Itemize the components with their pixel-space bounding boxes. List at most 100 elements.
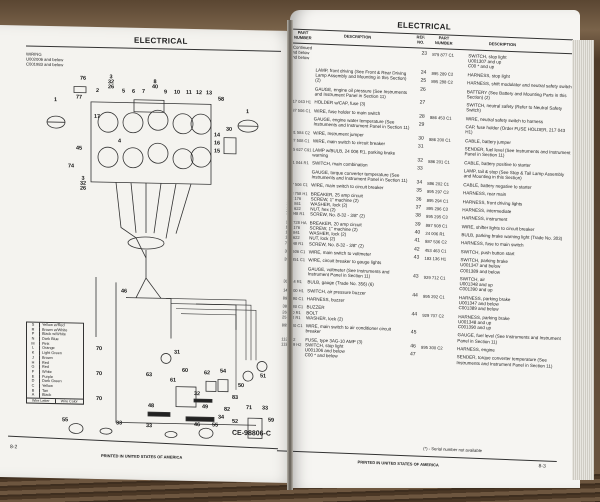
gauge-dial <box>122 147 144 169</box>
fuse-holder <box>73 86 87 94</box>
callout-number: 82 <box>224 406 231 413</box>
part-number: 895 296 C3 <box>426 205 449 212</box>
callout-number: 74 <box>68 163 75 170</box>
callout-number: 70 <box>96 345 103 353</box>
part-description: SWITCH, air pressure buzzer <box>307 287 366 296</box>
callout-number: 58 <box>218 96 225 103</box>
tail-lamp-33-left <box>99 427 113 435</box>
part-number: 895 300 C2 <box>420 344 443 351</box>
part-description: HARNESS, parking brake U001347 and below… <box>458 294 511 312</box>
callout-number: 33 <box>146 423 153 430</box>
legend-col-color: Wire Color <box>60 399 78 404</box>
part-description: SWITCH, main combination <box>311 160 368 168</box>
ref-number: 28 <box>419 113 425 120</box>
cable-32 <box>193 398 213 403</box>
callout-number: 45 <box>76 145 83 152</box>
ref-number: 29 <box>418 121 425 128</box>
part-description: WIRE, main switch to circuit breaker <box>311 182 384 191</box>
col-ref-no: REF. NO. <box>416 34 426 45</box>
parts-row: LAMP, front driving (See Front & Rear Dr… <box>291 67 412 87</box>
parts-row: 148 758 H1 122 176 121 841 120 622 71 84… <box>286 190 407 221</box>
footnote: (*) - Serial number not available <box>423 445 483 454</box>
part-number: 895 288 C2 <box>431 79 453 85</box>
component-54 <box>217 379 229 393</box>
legend-footer: Wire Letter Wire Color <box>27 397 83 404</box>
ref-number: 43 <box>413 254 420 261</box>
ref-number: 32 <box>417 157 424 164</box>
part-description: WIRE, shifter lights to circuit breaker <box>461 223 535 232</box>
callout-number: 76 <box>80 75 87 82</box>
callout-number: 49 <box>202 404 209 411</box>
ref-number: 23 <box>421 50 428 57</box>
ref-number: 43 <box>412 273 419 280</box>
col-part-number-2: PART NUMBER <box>434 35 453 46</box>
part-description: BREAKER, 25 amp circuit SCREW, 1" machin… <box>309 190 366 219</box>
harness-bundle <box>127 236 165 250</box>
callout-number: 33 <box>116 420 123 427</box>
part-number <box>421 331 457 343</box>
part-description: SWITCH, air U001348 and up C001390 and u… <box>459 276 493 293</box>
part-description: HARNESS, parking brake U001348 and up C0… <box>457 313 510 331</box>
part-description: HARNESS, intermediate <box>462 207 512 214</box>
gauge-dial <box>190 113 212 135</box>
part-number <box>428 145 464 157</box>
right-page-number: 8-3 <box>538 463 546 470</box>
parts-list-left: LAMP, front driving (See Front & Rear Dr… <box>280 67 411 365</box>
part-number: 879 877 C1 <box>432 51 455 58</box>
component-30 <box>223 137 237 155</box>
component-62 <box>205 380 217 392</box>
component-59 <box>247 417 263 439</box>
instrument-panel-outline <box>90 101 212 185</box>
part-description: HARNESS, instrument <box>461 215 508 223</box>
gauge-dial <box>172 148 194 170</box>
part-description: WIRE, main switch to circuit breaker <box>312 138 386 147</box>
part-description: HARNESS, front driving lights <box>462 198 523 206</box>
callout-number: 16 <box>214 140 221 147</box>
part-number: 895 297 C3 <box>426 188 449 195</box>
callout-number: 30 <box>226 126 233 133</box>
tail-lamp-33-right <box>164 431 178 438</box>
callout-number: 34 <box>218 414 225 421</box>
gauge-dial <box>97 146 119 168</box>
part-description: CAP, fuse holder (Order FUSE HOLDER, 217… <box>465 124 566 135</box>
ref-number: 44 <box>411 310 418 318</box>
part-description: GAUGE, fuel level (See Instruments and I… <box>457 332 561 345</box>
part-number: 895 294 C1 <box>426 197 449 204</box>
part-description: FUSE, type 3AG-10 AMP (3) SWITCH, stop l… <box>304 337 363 359</box>
part-number: 387 506 C1 <box>289 107 311 114</box>
part-number <box>429 123 465 135</box>
ref-number: 39 <box>414 221 421 228</box>
page-edges <box>572 40 594 480</box>
cable-34 <box>185 416 215 422</box>
gauge-dial <box>172 113 194 135</box>
ref-number: 47 <box>409 351 416 358</box>
part-description: WIRE, circuit breaker to gauge lights <box>308 257 382 266</box>
harness-wires <box>115 182 192 259</box>
part-number: 217 043 H1 <box>290 98 312 105</box>
ref-number: 35 <box>416 187 422 194</box>
wire-color: Black <box>42 393 52 398</box>
callout-number: 50 <box>238 382 245 390</box>
part-description: WIRE, main switch to voltmeter <box>308 249 372 257</box>
callout-number: 1 <box>54 97 58 104</box>
part-description: LAMP, tail & stop (See Stop & Tail Lamp … <box>463 168 565 181</box>
callout-number: 5 <box>122 88 126 95</box>
callout-number: 17 <box>94 113 101 121</box>
part-number: 929 707 C2 <box>422 312 445 319</box>
part-description: BULB, parking brake warning light (Trade… <box>461 232 563 242</box>
callout-number: 6 <box>132 88 136 95</box>
gauge-dial <box>97 111 119 133</box>
callout-number: 9 <box>164 89 168 96</box>
ref-number: 30 <box>418 135 424 142</box>
ref-number: 33 <box>417 165 423 172</box>
callout-number: 1 <box>246 109 250 116</box>
part-number: 453 463 C1 <box>424 247 447 254</box>
callout-number: 10 <box>174 89 181 96</box>
right-page-footer: PRINTED IN UNITED STATES OF AMERICA <box>357 459 439 468</box>
